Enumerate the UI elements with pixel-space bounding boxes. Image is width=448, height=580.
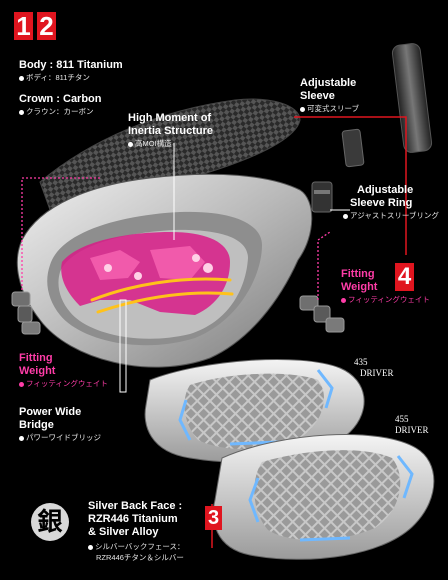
inertia-subtitle-row: 高MOI構造 [128, 139, 172, 149]
fitting-left-subtitle-row: フィッティングウェイト [19, 379, 108, 389]
fitting-right-title-2: Weight [341, 281, 378, 293]
fitting-right-subtitle-row: フィッティングウェイト [341, 295, 430, 305]
badge-1: 1 [14, 12, 33, 40]
crown-subtitle-row: クラウン：カーボン [19, 107, 94, 117]
bullet-icon [19, 75, 24, 81]
face-455 [212, 434, 435, 560]
sleeve-ring-subtitle: アジャストスリーブリング [350, 211, 439, 220]
inertia-title-1: High Moment of [128, 112, 212, 124]
body-subtitle-row: ボディ：811チタン [19, 73, 90, 83]
power-wide-bridge-arcs [90, 277, 234, 314]
sleeve-subtitle-row: 可変式スリーブ [300, 104, 359, 114]
fitting-weight-left-part [11, 291, 41, 335]
face-435-label-1: 435 [354, 357, 368, 367]
silver-kanji-badge: 銀 [31, 503, 69, 541]
face-455-label-1: 455 [395, 414, 409, 424]
face-435-label-2: DRIVER [360, 368, 394, 378]
sleeve-ring-title-1: Adjustable [357, 184, 414, 196]
bullet-icon [128, 141, 133, 147]
bullet-icon [19, 381, 24, 387]
silver-subtitle-1: シルバーバックフェース： [95, 542, 185, 551]
inertia-subtitle: 高MOI構造 [135, 139, 172, 148]
badge-4: 4 [395, 263, 414, 291]
silver-title-3: & Silver Alloy [88, 526, 159, 538]
bridge-subtitle: パワーワイドブリッジ [26, 433, 101, 442]
adjustable-sleeve-part [341, 43, 433, 168]
silver-title-2: RZR446 Titanium [88, 513, 178, 525]
sleeve-title-1: Adjustable [300, 77, 357, 89]
sleeve-ring-subtitle-row: アジャストスリーブリング [343, 211, 439, 221]
face-455-label-2: DRIVER [395, 425, 429, 435]
silver-subtitle-row-2: RZR446チタン＆シルバー [96, 553, 184, 563]
fitting-right-title-1: Fitting [341, 268, 375, 280]
bullet-icon [88, 544, 93, 550]
bullet-icon [19, 109, 24, 115]
badge-2: 2 [37, 12, 56, 40]
sleeve-ring-title-2: Sleeve Ring [350, 197, 413, 209]
fitting-left-subtitle: フィッティングウェイト [26, 379, 108, 388]
badge-3: 3 [205, 506, 222, 530]
fitting-left-title-2: Weight [19, 365, 56, 377]
bullet-icon [300, 106, 305, 112]
bridge-subtitle-row: パワーワイドブリッジ [19, 433, 101, 443]
crown-title: Crown : Carbon [19, 93, 102, 105]
bullet-icon [341, 297, 346, 303]
sleeve-title-2: Sleeve [300, 90, 335, 102]
silver-title-1: Silver Back Face : [88, 500, 183, 512]
bullet-icon [343, 213, 348, 219]
sleeve-ring-part [311, 181, 333, 213]
inertia-title-2: Inertia Structure [128, 125, 213, 137]
bullet-icon [19, 435, 24, 441]
fitting-weight-right-part [299, 295, 345, 333]
bridge-title-2: Bridge [19, 419, 54, 431]
fitting-right-subtitle: フィッティングウェイト [348, 295, 430, 304]
fitting-left-title-1: Fitting [19, 352, 53, 364]
bridge-title-1: Power Wide [19, 406, 82, 418]
crown-subtitle: クラウン：カーボン [26, 107, 94, 116]
sleeve-subtitle: 可変式スリーブ [307, 104, 360, 113]
silver-subtitle-row-1: シルバーバックフェース： [88, 542, 185, 552]
silver-subtitle-2: RZR446チタン＆シルバー [96, 553, 184, 562]
body-title: Body : 811 Titanium [19, 59, 123, 71]
body-subtitle: ボディ：811チタン [26, 73, 90, 82]
